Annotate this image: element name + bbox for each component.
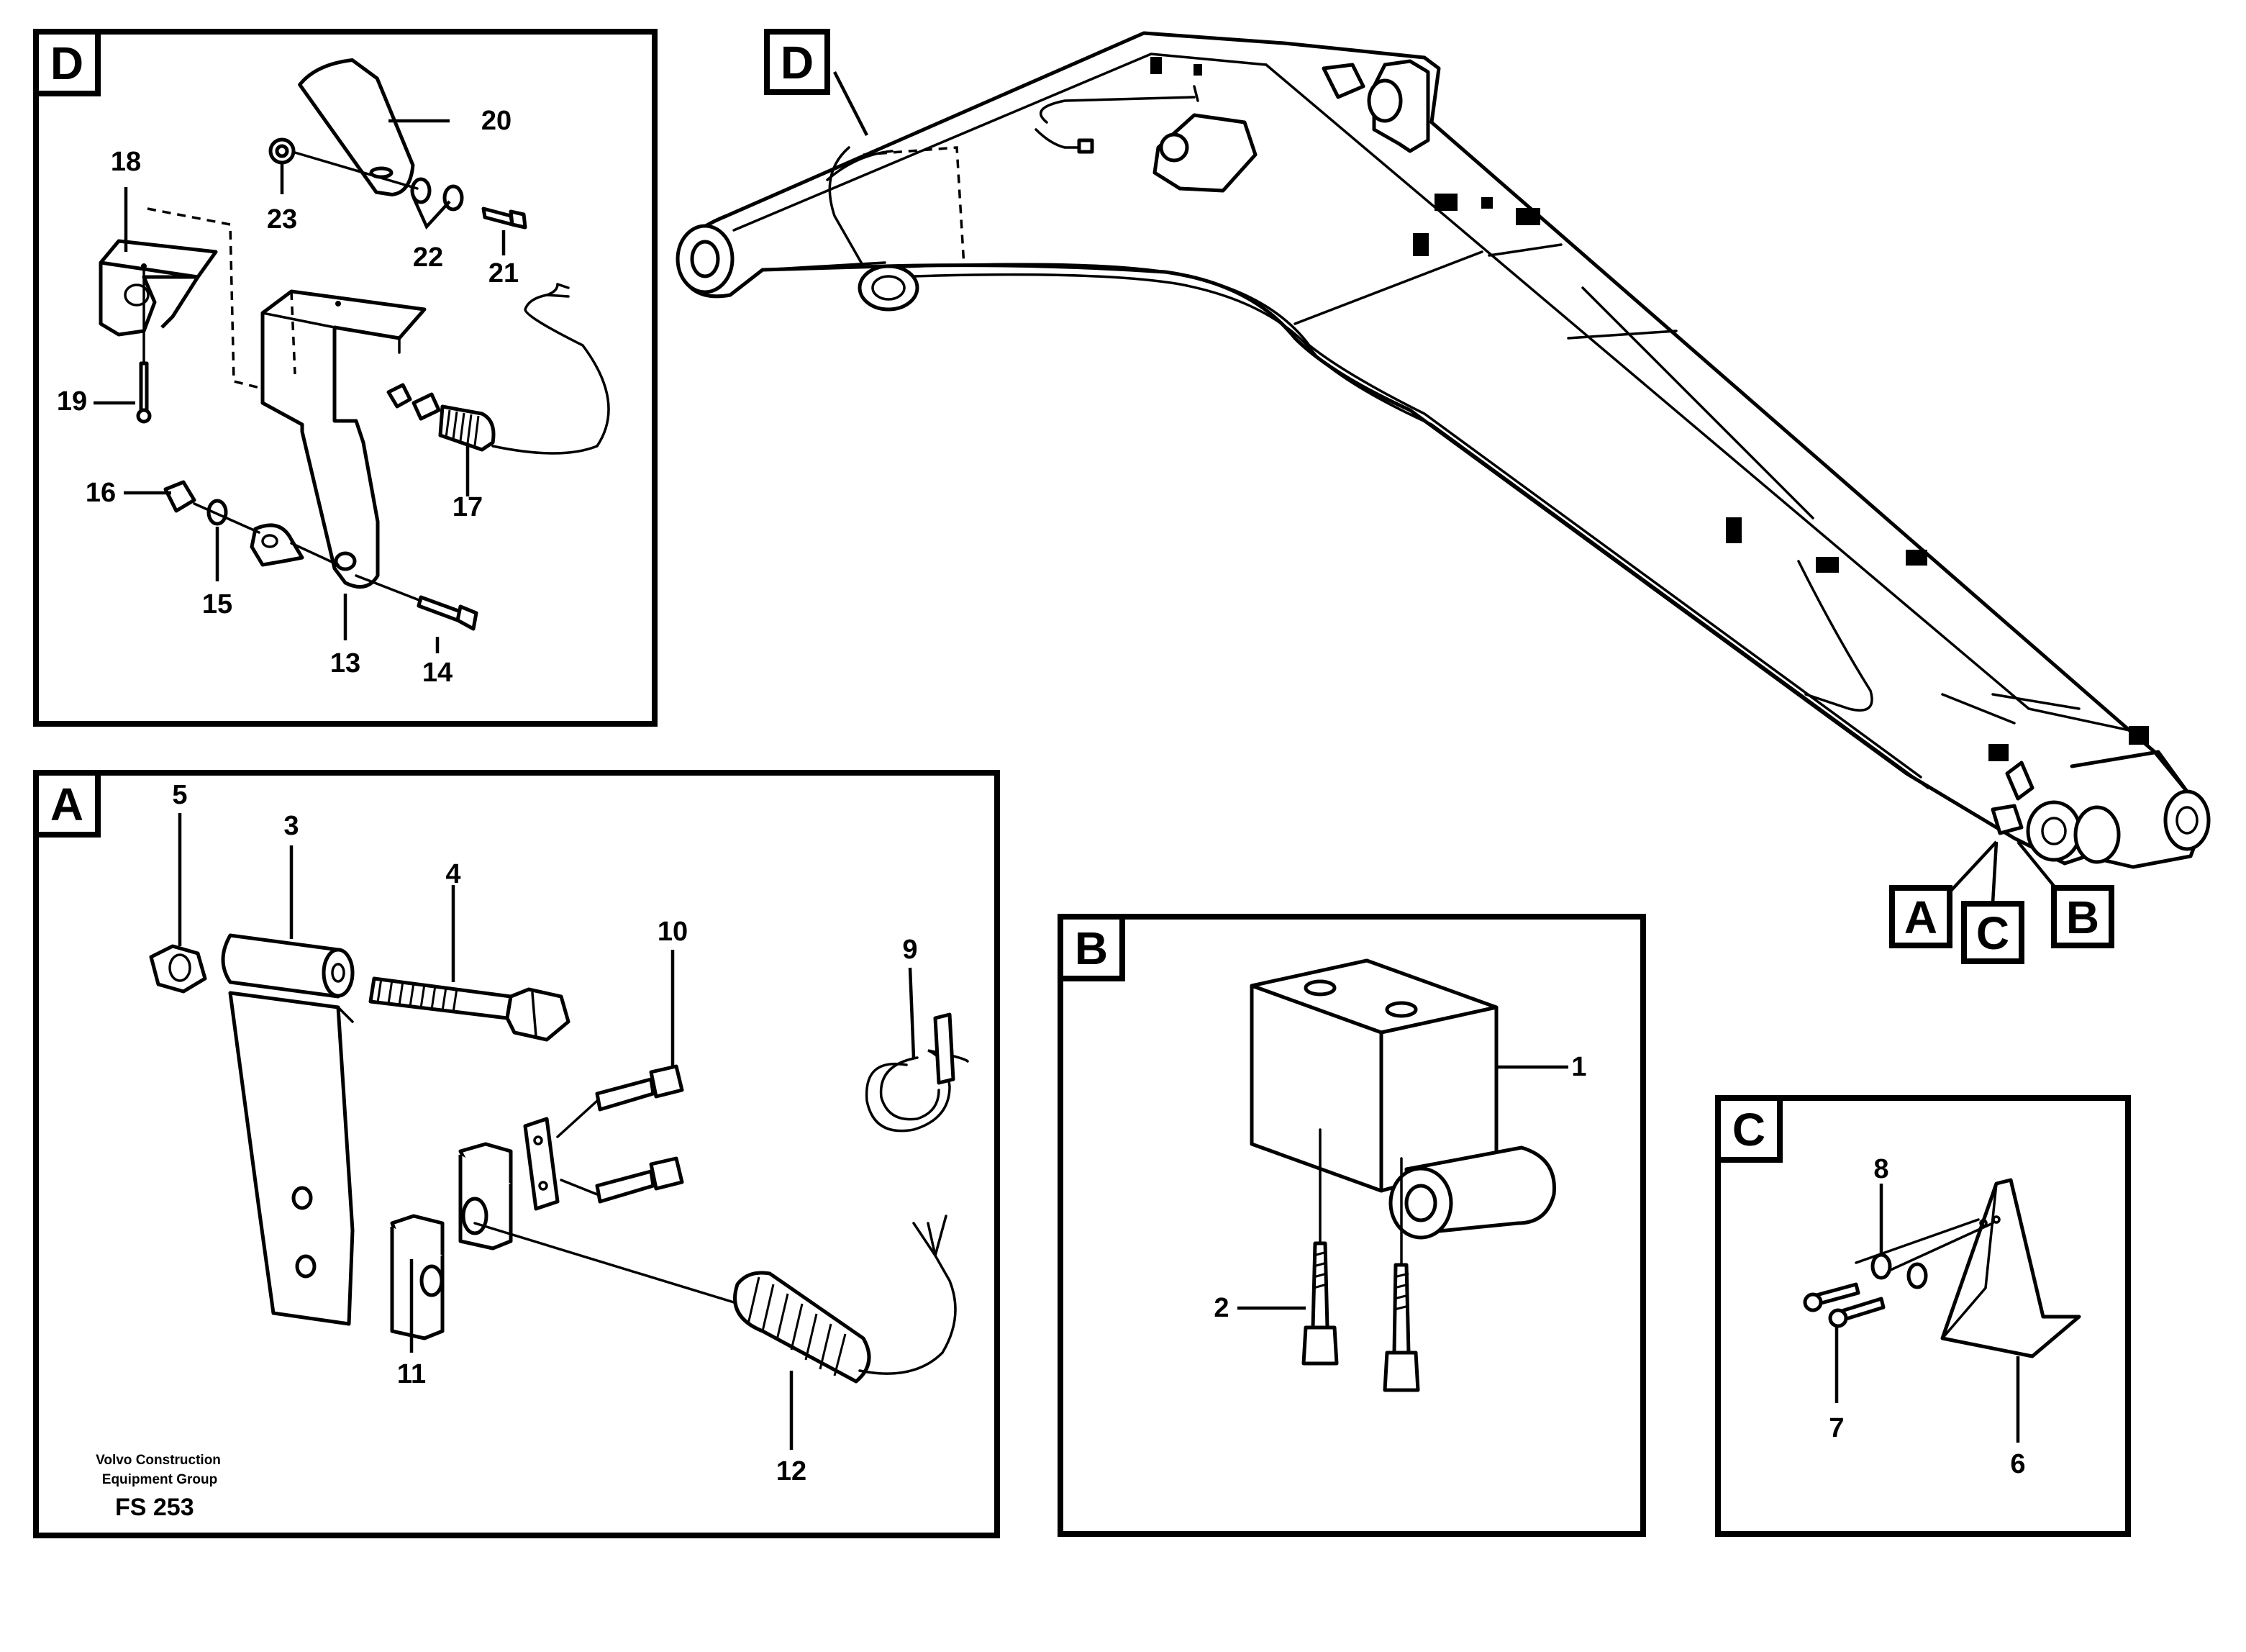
boom-tag-a-label: A [1904,891,1937,943]
label-1: 1 [1571,1052,1586,1082]
label-5: 5 [172,780,187,810]
label-23: 23 [267,204,297,235]
label-3: 3 [283,811,299,841]
label-16: 16 [86,478,116,508]
inset-d-tag: D [50,37,83,89]
boom-tag-b-label: B [2066,891,2099,943]
publisher-line-1: Volvo Construction [96,1453,221,1468]
plate-20 [298,58,415,196]
label-17: 17 [453,492,483,522]
publisher-line-2: Equipment Group [102,1472,217,1487]
label-18: 18 [111,147,141,177]
label-13: 13 [330,648,360,678]
inset-b: B [1058,914,1646,1537]
label-21: 21 [488,258,519,289]
label-22: 22 [413,242,443,273]
inset-c: C [1715,1095,2131,1537]
inset-c-tag: C [1732,1104,1765,1156]
boom-tag-d-label: D [781,37,814,88]
inset-d-leaders [94,119,506,653]
boom-tag-b: B [2051,885,2114,948]
boom-tag-a: A [1889,885,1952,948]
boom-leaders [832,71,2058,904]
label-12: 12 [776,1456,806,1487]
label-19: 19 [57,386,87,417]
boom-tag-c: C [1961,901,2024,964]
inset-a: A [33,770,1000,1538]
inset-b-tag: B [1075,922,1108,974]
label-9: 9 [902,935,917,965]
label-15: 15 [202,589,232,620]
label-2: 2 [1214,1293,1229,1323]
label-7: 7 [1829,1413,1844,1443]
publisher-footer: Volvo Construction Equipment Group FS 25… [96,1453,221,1521]
inset-a-leaders [178,813,916,1450]
boom-tag-d: D [764,29,830,95]
label-20: 20 [481,106,512,136]
inset-b-leaders [1237,1065,1568,1310]
label-6: 6 [2010,1449,2025,1479]
label-10: 10 [658,917,688,947]
inset-c-leaders [1834,1184,2020,1443]
figure-code: FS 253 [115,1494,194,1521]
label-14: 14 [422,658,453,688]
label-4: 4 [445,859,460,889]
label-8: 8 [1873,1154,1888,1184]
boom-tag-c-label: C [1976,907,2009,959]
boom-assembly [676,31,2211,869]
inset-d: D [33,29,658,727]
inset-a-tag: A [50,779,83,830]
label-11: 11 [397,1359,426,1389]
